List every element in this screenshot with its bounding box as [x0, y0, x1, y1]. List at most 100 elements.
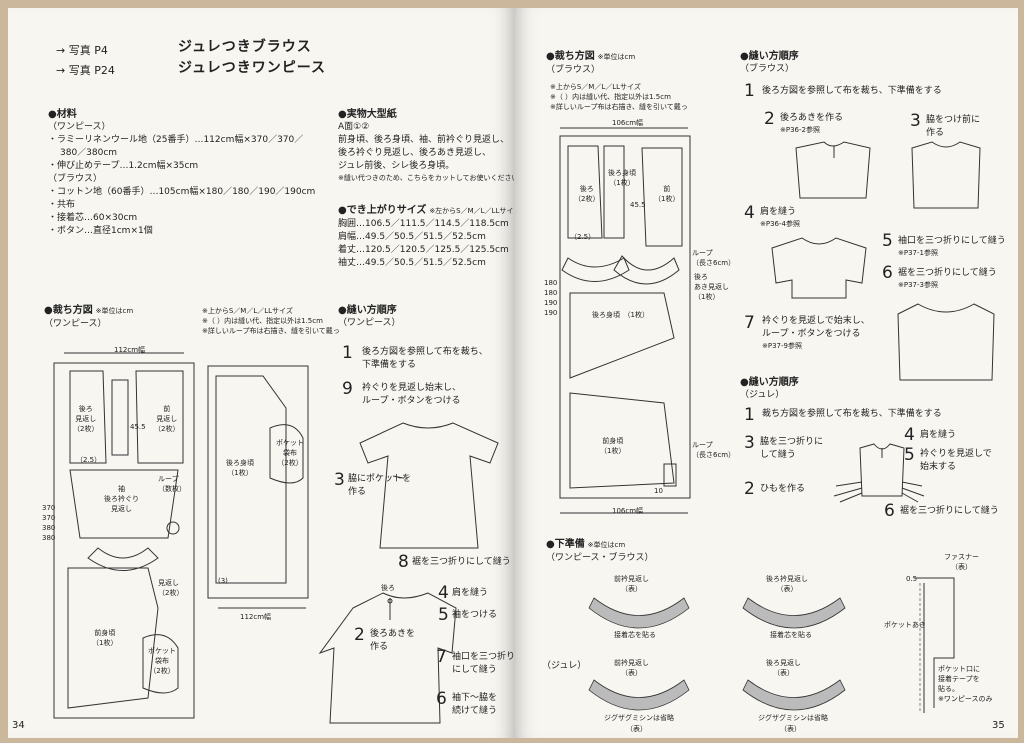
piece-back-facing-blouse: 後ろ あき見返し （1枚） [694, 272, 729, 302]
piece-label: （2枚） [149, 667, 175, 675]
piece-label: 袋布 [155, 657, 169, 665]
materials-line: ・接着芯…60×30cm [48, 213, 138, 223]
fabric-width-label-2: 112cm幅 [240, 613, 272, 621]
step-line: ループ・ボタンをつける [362, 396, 461, 406]
step-number: 4 [904, 425, 915, 445]
facing-front-label: 前衿見返し （表） [614, 574, 649, 594]
step-line: 続けて縫う [452, 706, 498, 716]
step-number: 5 [904, 445, 915, 465]
prep-heading-block: ●下準備 ※単位はcm （ワンピース・ブラウス） [546, 538, 654, 565]
sewing-heading: ●縫い方順序 [740, 51, 799, 62]
piece-front-body-blouse: 前身頃 （1枚） [600, 436, 625, 456]
piece-label: （1枚） [654, 195, 680, 203]
blouse-illustrations [771, 141, 995, 381]
piece-label: 見返し [156, 415, 178, 423]
seam-allowance: （2.5） [76, 456, 102, 464]
cutting-heading: ●裁ち方図 [546, 51, 595, 62]
facing-back-label-2: 後ろ見返し （表） [766, 658, 801, 678]
cutting-note: ※（ ）内は縫い代、指定以外は1.5cm [202, 317, 323, 325]
pocket-line: 貼る。 [938, 685, 959, 693]
piece-label: （1枚） [227, 469, 253, 477]
sizes-section: ●でき上がりサイズ ※左からS／M／L／LLサイズ 胸囲…106.5／111.5… [338, 204, 514, 270]
step-number: 1 [342, 343, 353, 363]
step-text: 肩を縫う ※P36-4参照 [760, 206, 800, 229]
step-number: 6 [884, 501, 895, 521]
sewing-sub: （ワンピース） [338, 318, 401, 328]
cutting-sub: （ブラウス） [546, 65, 601, 75]
step-number: 9 [342, 379, 353, 399]
piece-label: ポケット [276, 439, 304, 447]
piece-label: ループ [692, 441, 713, 449]
step-ref: ※P36-2参照 [780, 126, 820, 134]
piece-label: ポケット [148, 647, 176, 655]
piece-label: ループ [692, 249, 713, 257]
cutting-notes: ※上からS／M／L／LLサイズ ※（ ）内は縫い代、指定以外は1.5cm ※詳し… [202, 306, 340, 336]
piece-label: （長さ6cm） [692, 259, 736, 267]
piece-facing: 見返し （2枚） [158, 578, 183, 598]
step-number: 4 [438, 583, 449, 603]
piece-label: あき見返し [694, 283, 729, 291]
step-line: 作る [348, 487, 367, 497]
piece-label: （1枚） [609, 179, 635, 187]
size-line: 袖丈…49.5／50.5／51.5／52.5cm [338, 258, 486, 268]
step-line: 作る [926, 128, 945, 138]
size-line: 肩幅…49.5／50.5／51.5／52.5cm [338, 232, 486, 242]
facing-bottom-side-2: （表） [780, 725, 801, 733]
step-number: 2 [764, 109, 775, 129]
step-ref: ※P37-1参照 [898, 249, 938, 257]
size-line: 着丈…120.5／120.5／125.5／125.5cm [338, 245, 509, 255]
step-line: 作る [370, 642, 389, 652]
sewing-sub: （ジュレ） [740, 390, 785, 400]
piece-back-body-blouse: 後ろ身頃 （1枚） [608, 168, 636, 188]
step-number: 4 [744, 203, 755, 223]
sizes-heading: ●でき上がりサイズ [338, 205, 427, 216]
cutting-note: ※上からS／M／L／LLサイズ [202, 307, 293, 315]
step-line: 脇をつけ前に [926, 115, 981, 125]
piece-label: 見返し [111, 505, 132, 513]
sewing-heading-block-blouse: ●縫い方順序 （ブラウス） [740, 50, 799, 76]
cutting-notes-blouse: ※上からS／M／L／LLサイズ ※（ ）内は縫い代、指定以外は1.5cm ※詳し… [550, 82, 688, 112]
step-number: 8 [398, 552, 409, 572]
step-line: 後ろあきを作る [780, 113, 844, 123]
step-text: 裾を三つ折りにして縫う [412, 557, 511, 567]
length-label: 190 [544, 299, 558, 307]
step-line: にして縫う [452, 665, 497, 675]
step-number: 6 [436, 689, 447, 709]
piece-back-body-blouse-2: 後ろ身頃 （1枚） [592, 311, 649, 319]
piece-back-body: 後ろ身頃 （1枚） [226, 458, 254, 478]
prep-sub: （ワンピース・ブラウス） [546, 553, 654, 563]
sewing-heading: ●縫い方順序 [338, 305, 397, 316]
step-line: 衿ぐりを見返しで [920, 449, 992, 459]
cutting-heading: ●裁ち方図 [44, 305, 93, 316]
piece-label: 後ろ衿ぐり [104, 495, 139, 503]
step-text: 肩を縫う [452, 588, 489, 598]
length-label: 370 [42, 504, 56, 512]
piece-dimension-2: 10 [654, 487, 663, 495]
fabric-length-labels: 370 370 380 380 [42, 503, 55, 543]
step-line: して縫う [760, 450, 796, 460]
pattern-line: A面①② [338, 122, 370, 132]
step-number: 7 [744, 313, 755, 333]
photo-ref-2: → 写真 P24 [56, 64, 115, 77]
piece-label: （2枚） [277, 459, 303, 467]
step-text: 後ろあきを 作る [370, 628, 415, 654]
step-line: 肩を縫う [760, 207, 797, 217]
step-number: 3 [744, 433, 755, 453]
step-text: 後ろあきを作る ※P36-2参照 [780, 112, 843, 135]
pocket-note: ポケット口に 接着テープを 貼る。 ※ワンピースのみ [938, 664, 993, 704]
facing-side: （表） [776, 585, 798, 593]
cutting-heading-block-blouse: ●裁ち方図 ※単位はcm （ブラウス） [546, 50, 635, 77]
piece-label: （長さ6cm） [692, 451, 736, 459]
cutting-heading-block: ●裁ち方図 ※単位はcm （ワンピース） [44, 304, 133, 331]
materials-line: ・ボタン…直径1cm×1個 [48, 226, 153, 236]
cutting-unit: ※単位はcm [95, 307, 134, 315]
piece-back-blouse: 後ろ （2枚） [574, 184, 599, 204]
step-number: 1 [744, 81, 755, 101]
step-text: 裾を三つ折りにして縫う [900, 506, 999, 516]
piece-label: 見返し [75, 415, 97, 423]
page-number-right: 35 [992, 720, 1005, 731]
step-text: 脇をつけ前に 作る [926, 114, 980, 140]
cutting-note: ※（ ）内は縫い代、指定以外は1.5cm [550, 93, 671, 101]
piece-label: （2枚） [154, 425, 180, 433]
sewing-heading-block-jure: ●縫い方順序 （ジュレ） [740, 376, 799, 402]
